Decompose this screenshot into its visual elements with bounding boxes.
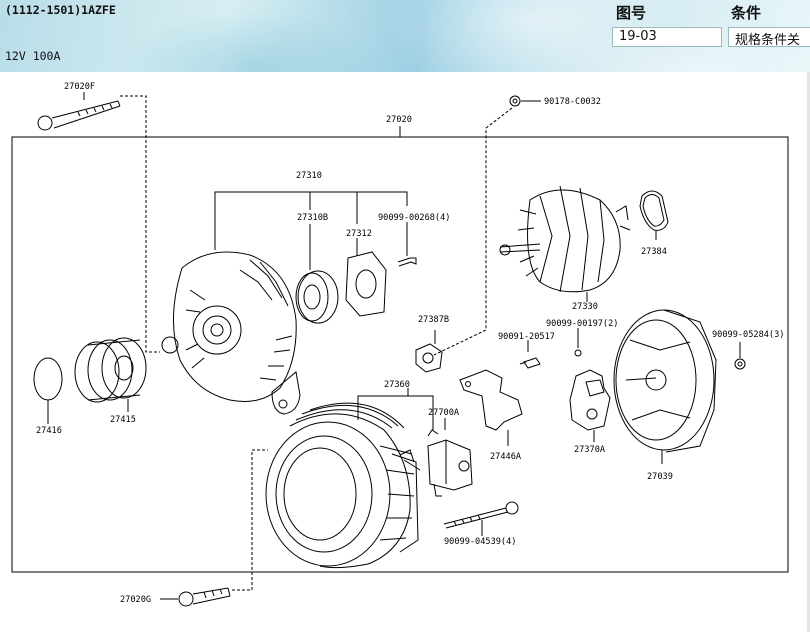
screw-90099-00268 <box>397 257 417 267</box>
rear-housing-stator <box>265 402 421 569</box>
cover-27416 <box>33 357 63 424</box>
label-90099-00197: 90099-00197(2) <box>546 319 618 329</box>
bolt-90099-04539 <box>443 501 519 536</box>
holder-27387B <box>415 330 443 373</box>
label-90099-05284: 90099-05284(3) <box>712 330 784 340</box>
bolt-27020F <box>37 100 121 131</box>
end-cover-27039 <box>613 309 717 464</box>
label-27312: 27312 <box>346 229 372 239</box>
regulator-27700A <box>427 418 473 497</box>
label-27415: 27415 <box>110 415 136 425</box>
screw-90091-20517 <box>519 340 541 369</box>
drive-end-frame <box>161 251 301 415</box>
label-27446A: 27446A <box>490 452 522 462</box>
spec-text: 12V 100A <box>5 49 61 63</box>
label-90099-00268: 90099-00268(4) <box>378 213 450 223</box>
label-27384: 27384 <box>641 247 667 257</box>
label-27330: 27330 <box>572 302 598 312</box>
pulley-27415 <box>74 337 147 412</box>
model-code: (1112-1501)1AZFE <box>5 3 116 17</box>
label-27020F: 27020F <box>64 82 95 92</box>
label-27416: 27416 <box>36 426 62 436</box>
label-90091-20517: 90091-20517 <box>498 332 555 342</box>
parts-diagram: 27020F 27020 90178-C0032 27310 27310B 27… <box>11 82 789 607</box>
bolt-27020G <box>160 587 231 607</box>
header-swirl <box>120 10 380 72</box>
retainer-27312 <box>345 251 387 317</box>
figure-number-label: 图号 <box>616 4 647 22</box>
header-banner: (1112-1501)1AZFE 12V 100A 图号 条件 19-03 规格… <box>0 0 810 72</box>
screw-90099-00197 <box>574 328 582 357</box>
label-27039: 27039 <box>647 472 673 482</box>
condition-field[interactable]: 规格条件关 <box>728 27 810 47</box>
nut-90099-05284 <box>734 342 746 370</box>
leader-27020G <box>232 449 268 591</box>
bracket-27360 <box>357 388 434 430</box>
label-27370A: 27370A <box>574 445 606 455</box>
label-90099-04539: 90099-04539(4) <box>444 537 516 547</box>
label-90178: 90178-C0032 <box>544 97 601 107</box>
label-27700A: 27700A <box>428 408 460 418</box>
label-27310B: 27310B <box>297 213 328 223</box>
bracket-27310 <box>214 191 408 224</box>
label-27387B: 27387B <box>418 315 449 325</box>
label-27360: 27360 <box>384 380 410 390</box>
vertical-scrollbar[interactable] <box>807 72 810 632</box>
bearing-27310B <box>295 270 339 324</box>
label-27020G: 27020G <box>120 595 151 605</box>
figure-number-field[interactable]: 19-03 <box>612 27 722 47</box>
nut-90178 <box>509 95 541 107</box>
rectifier-27370A <box>569 369 611 442</box>
leader-27020F <box>120 95 160 353</box>
rotor-27330 <box>499 185 631 302</box>
plate-27446A <box>459 369 523 446</box>
ring-27384 <box>639 190 669 240</box>
condition-label: 条件 <box>731 4 762 22</box>
leader-90178 <box>433 107 513 356</box>
label-27310: 27310 <box>296 171 322 181</box>
label-27020: 27020 <box>386 115 412 125</box>
